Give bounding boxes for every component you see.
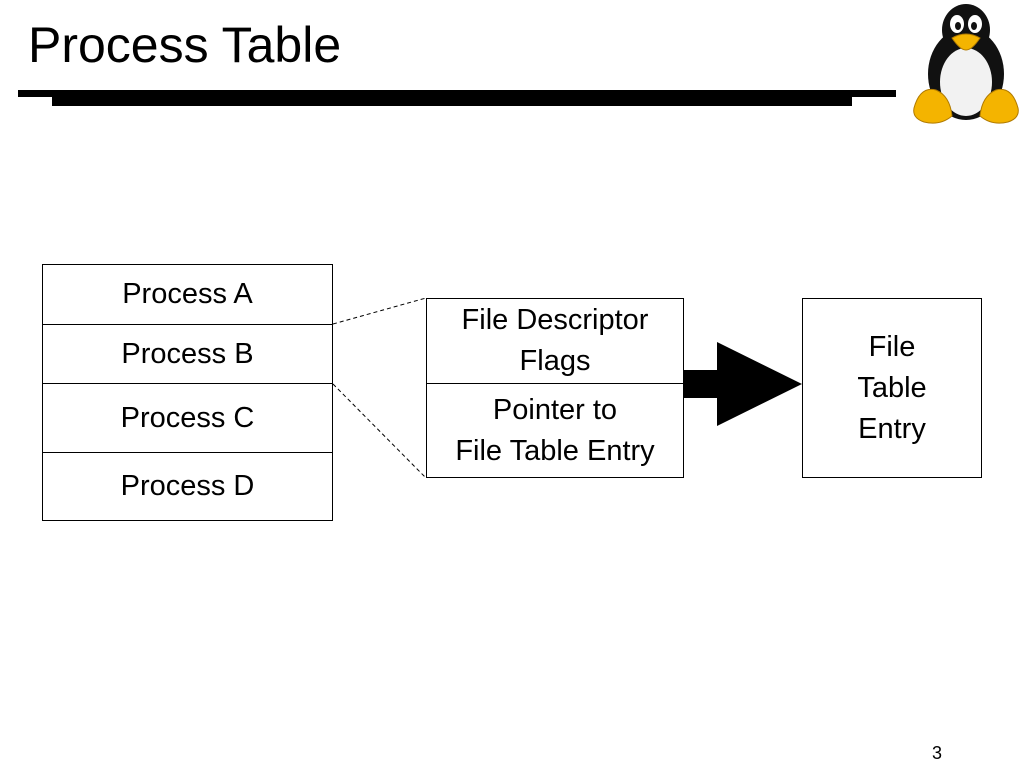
pointer-arrow — [684, 342, 802, 426]
process-label: Process B — [121, 337, 254, 370]
fd-flags-label: File Descriptor Flags — [461, 304, 649, 377]
process-label: Process C — [120, 401, 255, 434]
slide-title: Process Table — [28, 17, 342, 73]
title-underline-thick — [52, 92, 852, 106]
connector-bottom-dashed — [332, 383, 427, 479]
process-label: Process D — [120, 470, 255, 502]
connector-top-dashed — [332, 297, 427, 325]
process-row-a: Process A — [42, 264, 333, 325]
tux-penguin-icon — [913, 4, 1019, 124]
file-table-entry-label: File Table Entry — [857, 330, 927, 445]
fd-flags-box: File Descriptor Flags — [426, 298, 684, 384]
file-table-entry-box: File Table Entry — [802, 298, 982, 478]
process-row-b: Process B — [42, 324, 333, 384]
process-row-d: Process D — [42, 452, 333, 521]
process-label: Process A — [122, 278, 253, 310]
fd-pointer-label: Pointer to File Table Entry — [455, 393, 655, 467]
process-row-c: Process C — [42, 383, 333, 453]
fd-pointer-box: Pointer to File Table Entry — [426, 383, 684, 478]
page-number: 3 — [931, 743, 942, 763]
